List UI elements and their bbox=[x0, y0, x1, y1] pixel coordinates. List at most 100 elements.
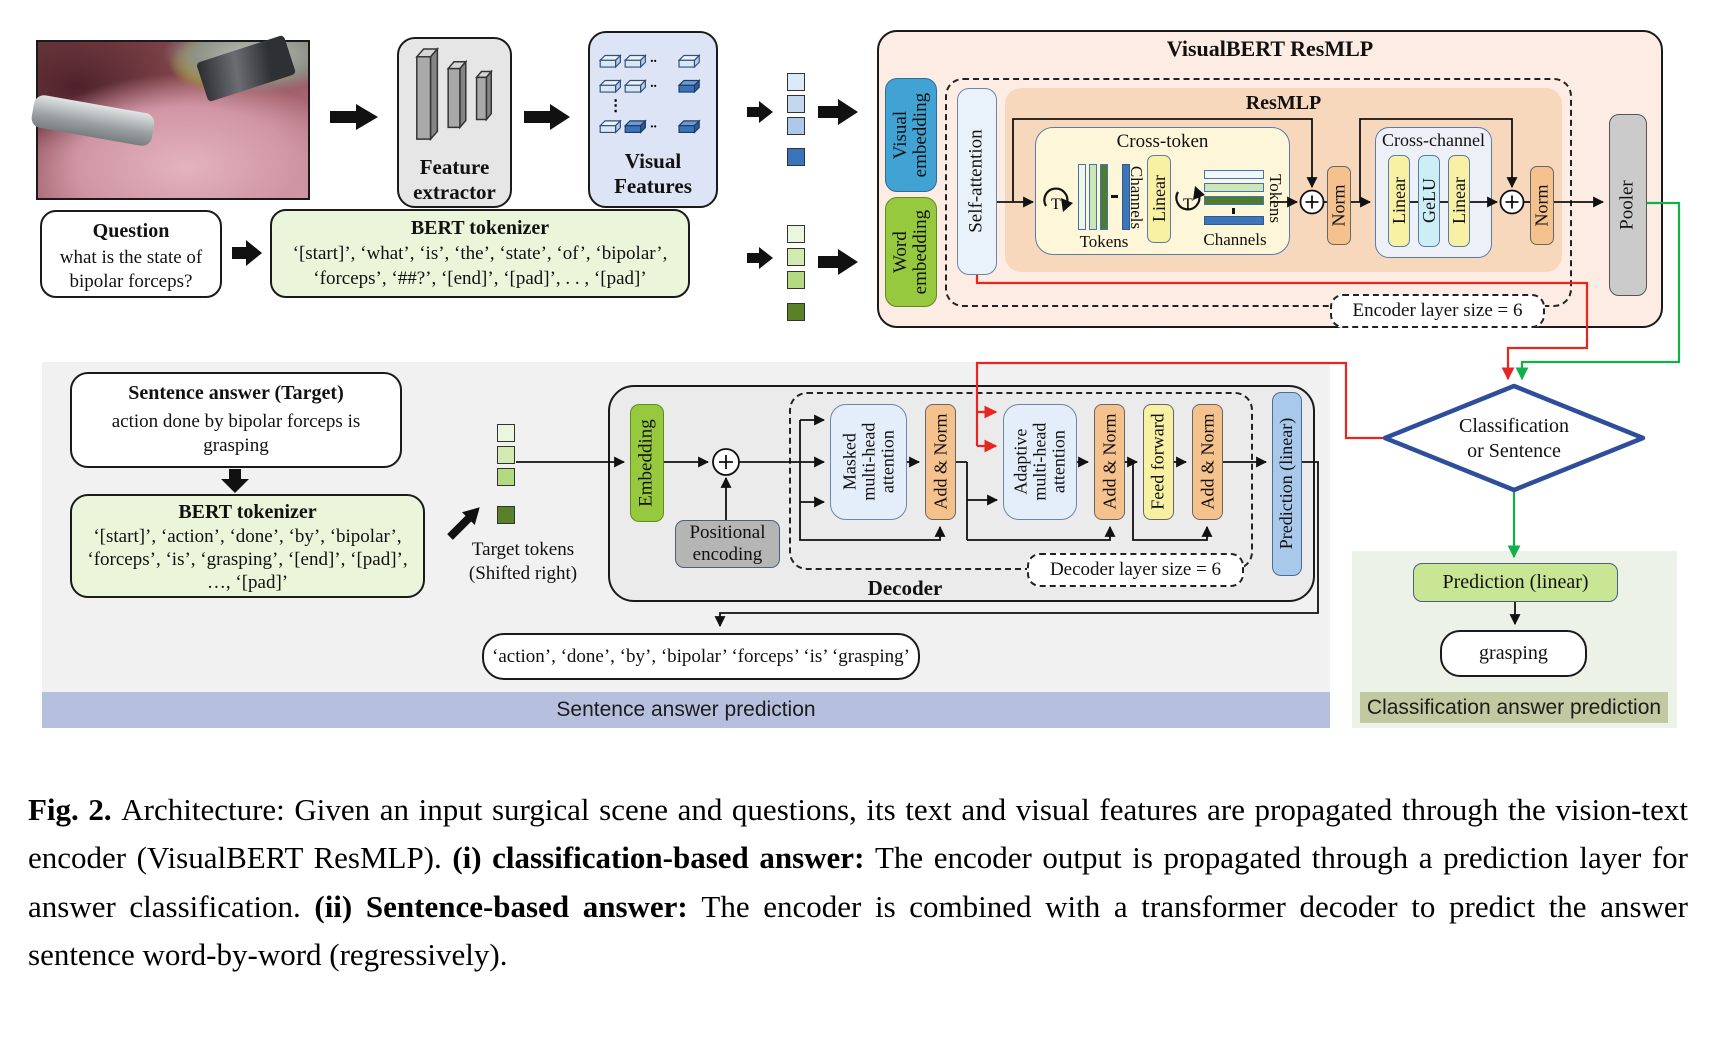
add-norm-label: Add & Norm bbox=[929, 413, 950, 510]
feature-extractor-label: Feature extractor bbox=[413, 155, 496, 205]
svg-text:..: .. bbox=[650, 75, 657, 90]
output-sentence-text: ‘action’, ‘done’, ‘by’, ‘bipolar’ ‘force… bbox=[492, 645, 910, 667]
linear-label: Linear bbox=[1148, 175, 1169, 223]
gelu-block: GeLU bbox=[1418, 155, 1440, 247]
word-token-2 bbox=[787, 248, 805, 266]
encoder-layer-size-label: Encoder layer size = 6 bbox=[1330, 294, 1545, 328]
gelu-label: GeLU bbox=[1418, 178, 1439, 224]
classification-banner: Classification answer prediction bbox=[1360, 692, 1668, 723]
decoder-layer-size-label: Decoder layer size = 6 bbox=[1027, 553, 1244, 587]
add-norm-block-1: Add & Norm bbox=[925, 404, 956, 520]
encoder-title: VisualBERT ResMLP bbox=[1166, 36, 1374, 61]
figure-caption: Fig. 2. Architecture: Given an input sur… bbox=[28, 792, 1689, 973]
bert-tokenizer-target-block: BERT tokenizer ‘[start]’, ‘action’, ‘don… bbox=[70, 494, 425, 598]
add-norm-label: Add & Norm bbox=[1098, 413, 1119, 510]
tokenizer-line: ‘forceps’, ‘##?’, ‘[end]’, ‘[pad]’, . . … bbox=[313, 268, 647, 289]
instrument-shaft bbox=[30, 94, 156, 148]
positional-encoding-block: Positional encoding bbox=[675, 520, 780, 568]
prediction-linear-label: Prediction (linear) bbox=[1276, 418, 1297, 550]
classification-answer-block: grasping bbox=[1440, 630, 1587, 677]
token-bars-horizontal bbox=[1204, 170, 1264, 226]
word-embedding-label: Word embedding bbox=[889, 209, 931, 295]
self-attention-block: Self-attention bbox=[957, 88, 997, 275]
prediction-linear-bar: Prediction (linear) bbox=[1272, 392, 1302, 576]
tokenizer-line: …, ‘[pad]’ bbox=[206, 572, 289, 593]
classification-answer-text: grasping bbox=[1479, 642, 1548, 664]
tokenizer-line: ‘[start]’, ‘what’, ‘is’, ‘the’, ‘state’,… bbox=[292, 243, 668, 264]
channels-axis-label-wrap: Channels bbox=[1126, 160, 1148, 234]
cross-token-title: Cross-token bbox=[1116, 131, 1209, 152]
cross-channel-linear-2: Linear bbox=[1448, 155, 1470, 247]
tokens-axis-label: Tokens bbox=[1079, 232, 1129, 251]
word-token-4 bbox=[787, 303, 805, 321]
add-norm-block-3: Add & Norm bbox=[1192, 404, 1223, 520]
self-attention-label: Self-attention bbox=[965, 129, 987, 234]
svg-text:⋮: ⋮ bbox=[608, 97, 623, 114]
linear-label: Linear bbox=[1388, 177, 1409, 225]
cross-token-linear-block: Linear bbox=[1147, 155, 1171, 243]
feature-extractor-block: Feature extractor bbox=[397, 37, 512, 208]
tokens-axis-label-2: Tokens bbox=[1265, 173, 1285, 223]
visual-embedding-block: Visual embedding bbox=[885, 78, 937, 192]
visual-feature-cubes-icon: .. .. .. ⋮ bbox=[598, 50, 701, 134]
cnn-slabs-icon bbox=[415, 47, 493, 142]
pooler-label: Pooler bbox=[1616, 180, 1638, 230]
visual-token-3 bbox=[787, 117, 805, 135]
target-token-3 bbox=[497, 468, 515, 486]
diamond-label: Classification or Sentence bbox=[1459, 415, 1569, 462]
question-block: Question what is the state of bipolar fo… bbox=[40, 210, 222, 298]
pooler-block: Pooler bbox=[1609, 114, 1647, 296]
masked-mha-block: Masked multi-head attention bbox=[830, 404, 907, 520]
norm-block-2: Norm bbox=[1530, 166, 1554, 245]
target-token-2 bbox=[497, 446, 515, 464]
tokenizer-line: ‘forceps’, ‘is’, ‘grasping’, ‘[end]’, ‘[… bbox=[87, 549, 408, 570]
embedding-label: Embedding bbox=[635, 419, 657, 507]
resmlp-title: ResMLP bbox=[1245, 92, 1322, 114]
visual-features-label: Visual Features bbox=[614, 149, 692, 199]
question-text: what is the state of bipolar forceps? bbox=[59, 247, 203, 292]
target-token-1 bbox=[497, 424, 515, 442]
feed-forward-block: Feed forward bbox=[1143, 404, 1174, 520]
decoder-embedding-block: Embedding bbox=[630, 404, 664, 522]
sentence-answer-title: Sentence answer (Target) bbox=[128, 382, 344, 404]
word-token-1 bbox=[787, 225, 805, 243]
tokenizer-line: ‘[start]’, ‘action’, ‘done’, ‘by’, ‘bipo… bbox=[93, 526, 402, 547]
visual-token-4 bbox=[787, 148, 805, 166]
visual-embedding-label: Visual embedding bbox=[889, 92, 931, 178]
norm-label: Norm bbox=[1328, 184, 1349, 227]
visual-token-1 bbox=[787, 73, 805, 91]
forceps-clamp bbox=[195, 35, 296, 102]
target-token-4 bbox=[497, 506, 515, 524]
cross-channel-linear-1: Linear bbox=[1388, 155, 1410, 247]
sentence-banner: Sentence answer prediction bbox=[42, 692, 1330, 728]
classification-prediction-label: Prediction (linear) bbox=[1442, 571, 1589, 593]
sentence-answer-text: action done by bipolar forceps is graspi… bbox=[111, 411, 361, 456]
visual-token-2 bbox=[787, 95, 805, 113]
add-norm-label: Add & Norm bbox=[1196, 413, 1217, 510]
linear-label: Linear bbox=[1448, 177, 1469, 225]
bert-tokenizer-question-block: BERT tokenizer ‘[start]’, ‘what’, ‘is’, … bbox=[270, 209, 690, 298]
norm-block-1: Norm bbox=[1327, 166, 1351, 245]
masked-mha-label: Masked multi-head attention bbox=[838, 423, 898, 501]
norm-label: Norm bbox=[1531, 184, 1552, 227]
question-title: Question bbox=[92, 220, 170, 242]
svg-text:..: .. bbox=[650, 50, 657, 65]
bert-tokenizer-title-2: BERT tokenizer bbox=[178, 501, 317, 523]
visual-features-block: .. .. .. ⋮ Visual Features bbox=[588, 31, 718, 208]
channels-axis-label-2: Channels bbox=[1203, 230, 1267, 249]
adaptive-mha-block: Adaptive multi-head attention bbox=[1003, 404, 1077, 520]
adaptive-mha-label: Adaptive multi-head attention bbox=[1010, 423, 1069, 501]
positional-encoding-label: Positional encoding bbox=[689, 522, 766, 565]
bert-tokenizer-title: BERT tokenizer bbox=[410, 217, 550, 239]
token-bars-vertical bbox=[1078, 164, 1130, 230]
channels-axis-label: Channels bbox=[1127, 165, 1147, 229]
output-sentence-block: ‘action’, ‘done’, ‘by’, ‘bipolar’ ‘force… bbox=[482, 633, 920, 680]
target-tokens-label: Target tokens (Shifted right) bbox=[468, 539, 578, 584]
classification-prediction-block: Prediction (linear) bbox=[1413, 563, 1618, 602]
surgical-scene-image bbox=[30, 35, 310, 200]
word-embedding-block: Word embedding bbox=[885, 197, 937, 307]
add-norm-block-2: Add & Norm bbox=[1094, 404, 1125, 520]
decoder-label: Decoder bbox=[867, 576, 943, 600]
svg-text:..: .. bbox=[650, 116, 657, 131]
